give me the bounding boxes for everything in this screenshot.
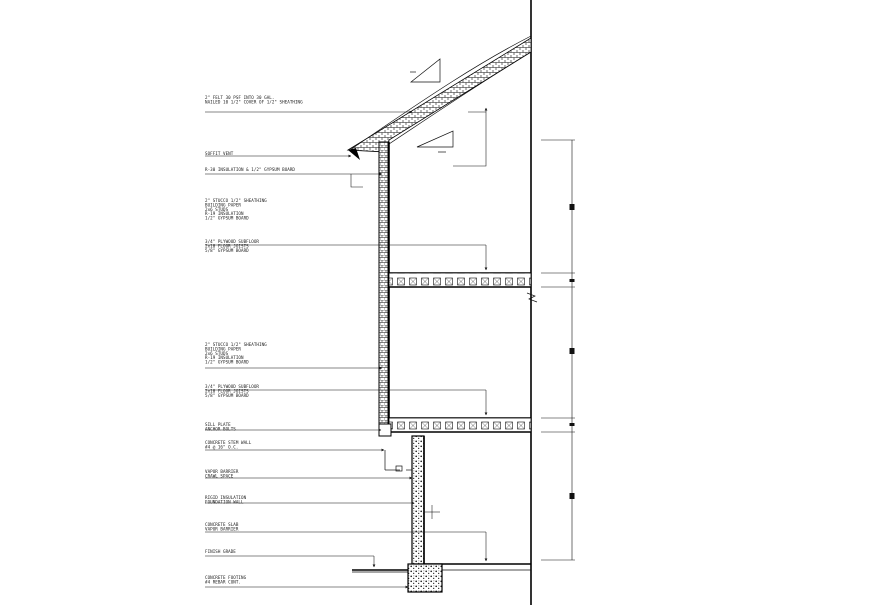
slope-indicator-lower [416,130,454,153]
note-line: R-30 INSULATION & 1/2" GYPSUM BOARD [205,167,295,172]
note-line: 2x6 STUDS [205,351,229,356]
note-line: R-19 INSULATION [205,211,244,216]
upper-floor-joists [388,272,532,288]
note-line: VAPOR BARRIER [205,469,239,474]
note-line: NAILED 10 1/2" COVER OF 1/2" SHEATHING [205,99,303,104]
note-line: CONCRETE SLAB [205,522,239,527]
note-line: SOFFIT VENT [205,151,234,156]
lower-floor-joists [388,417,532,433]
note-line: 2x6 STUDS [205,207,229,212]
note-line: FINISH GRADE [205,549,236,554]
note-soffit-vent: SOFFIT VENT [205,151,234,156]
note-line: ANCHOR BOLTS [205,426,236,431]
note-footing: CONCRETE FOOTING#4 REBAR CONT. [205,575,247,584]
roof-assembly [346,35,532,160]
annotation-notes: 2" FELT 30 PSF INTO 30 GAL.NAILED 10 1/2… [205,95,303,584]
note-line: VAPOR BARRIER [205,526,239,531]
note-line: #4 REBAR CONT. [205,579,241,584]
note-line: 2x10 FLOOR JOISTS [205,243,249,248]
note-line: CRAWL SPACE [205,473,234,478]
leaders [205,107,488,589]
note-line: RIGID INSULATION [205,495,247,500]
note-line: 3/4" PLYWOOD SUBFLOOR [205,384,259,389]
note-line: 1/2" GYPSUM BOARD [205,360,249,365]
note-line: BUILDING PAPER [205,346,241,351]
note-line: 3/4" PLYWOOD SUBFLOOR [205,239,259,244]
note-line: FOUNDATION WALL [205,499,244,504]
note-line: 2" STUCCO 1/2" SHEATHING [205,198,267,203]
note-line: 5/8" GYPSUM BOARD [205,393,249,398]
note-concrete-stem: CONCRETE STEM WALL#4 @ 16" O.C. [205,440,252,449]
note-line: #4 @ 16" O.C. [205,444,238,449]
note-line: 5/8" GYPSUM BOARD [205,248,249,253]
break-symbol [526,292,538,303]
note-line: 2" STUCCO 1/2" SHEATHING [205,342,267,347]
note-line: 1/2" GYPSUM BOARD [205,216,249,221]
note-line: R-19 INSULATION [205,355,244,360]
note-roof-assembly: 2" FELT 30 PSF INTO 30 GAL.NAILED 10 1/2… [205,95,303,104]
slope-indicator-upper [409,58,441,83]
note-line: 2" FELT 30 PSF INTO 30 GAL. [205,95,274,100]
note-line: SILL PLATE [205,422,231,427]
note-finish-grade: FINISH GRADE [205,549,236,554]
dimension-chain [541,139,575,561]
note-line: BUILDING PAPER [205,202,241,207]
note-insulation-top: R-30 INSULATION & 1/2" GYPSUM BOARD [205,167,295,172]
foundation-wall [384,435,425,565]
footing [407,563,443,593]
note-line: CONCRETE FOOTING [205,575,247,580]
exterior-wall-upper [378,141,390,433]
note-line: 2x10 FLOOR JOISTS [205,388,249,393]
note-line: CONCRETE STEM WALL [205,440,252,445]
